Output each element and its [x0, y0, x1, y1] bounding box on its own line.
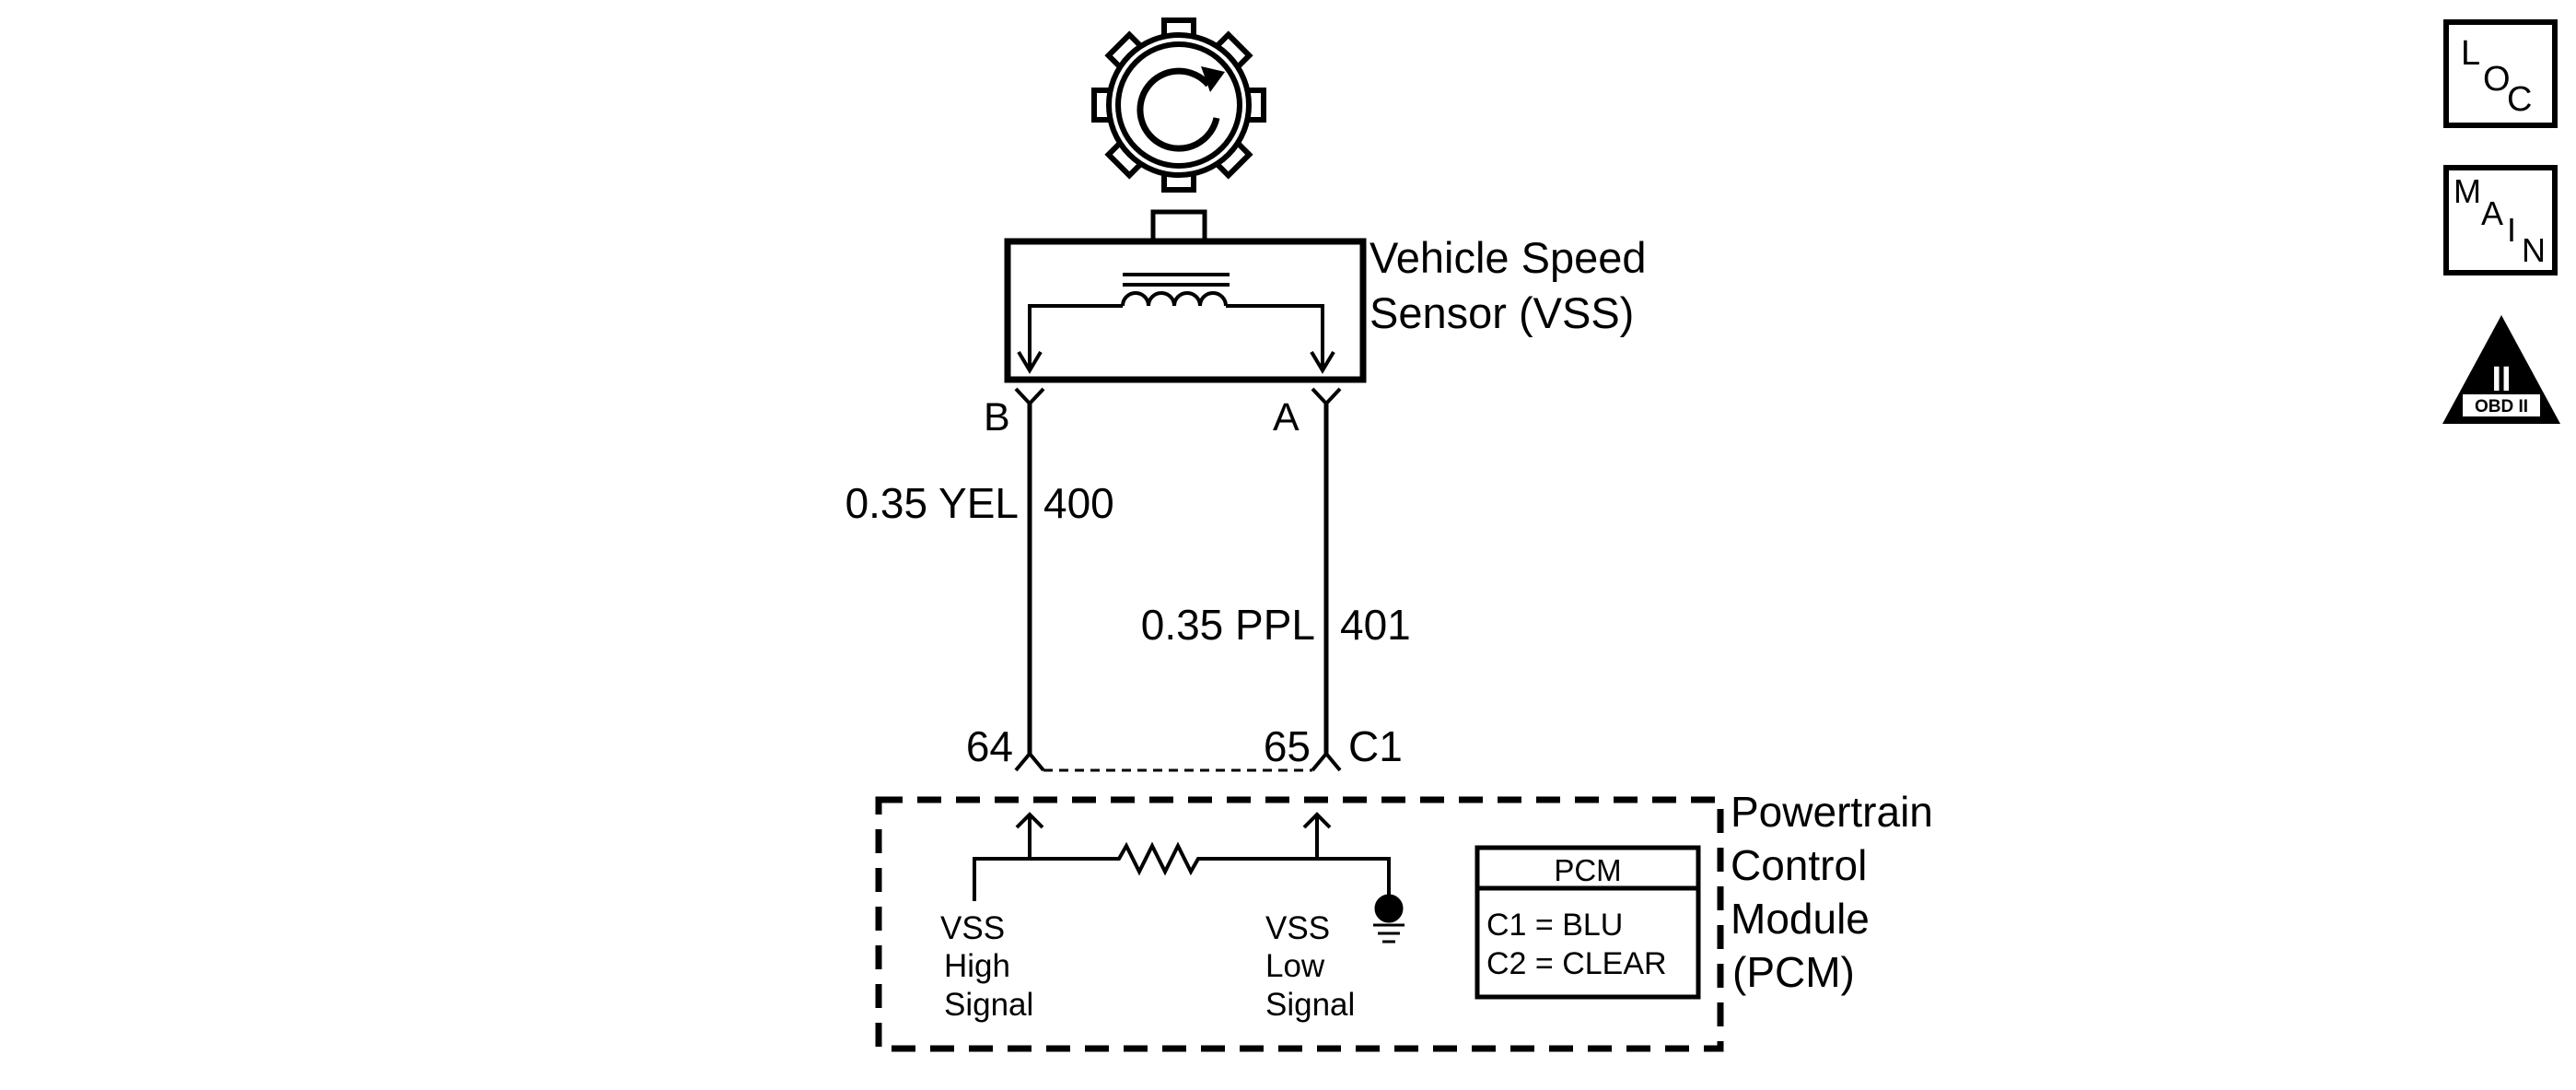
pcm-name-line1: Powertrain	[1731, 788, 1933, 836]
terminal-a-label: A	[1273, 395, 1300, 440]
vss-low-label-2: Low	[1265, 948, 1325, 984]
obd-ii-button[interactable]: II OBD II	[2442, 315, 2560, 424]
loc-letter-o: O	[2483, 60, 2511, 99]
pcm-name-line3: Module	[1731, 895, 1870, 943]
pcm-name-line2: Control	[1731, 841, 1867, 889]
main-letter-m: M	[2454, 172, 2481, 210]
pcm-table-header: PCM	[1554, 853, 1621, 887]
obd-label: OBD II	[2475, 397, 2528, 416]
wires	[1027, 404, 1329, 754]
vss-sensor-body	[1004, 209, 1367, 383]
main-letter-n: N	[2522, 231, 2546, 269]
pcm-name-line4: (PCM)	[1732, 948, 1855, 996]
vss-low-label-3: Signal	[1265, 987, 1355, 1023]
pcm-connector-table	[1474, 845, 1701, 1000]
obd-roman-numeral: II	[2491, 360, 2511, 399]
reluctor-wheel-icon	[1091, 18, 1266, 193]
vss-high-label-3: Signal	[944, 987, 1033, 1023]
pcm-table-row1: C1 = BLU	[1486, 908, 1623, 943]
connector-id-label: C1	[1348, 722, 1403, 770]
ground-icon	[1373, 894, 1405, 943]
pin-64-label: 64	[966, 722, 1013, 770]
sensor-name-line1: Vehicle Speed	[1370, 233, 1647, 282]
sensor-name-line2: Sensor (VSS)	[1370, 288, 1634, 337]
loc-letter-l: L	[2461, 34, 2480, 73]
wire-401-gauge-color: 0.35 PPL	[1141, 601, 1315, 649]
wire-400-circuit: 400	[1043, 479, 1114, 527]
main-letter-i: I	[2507, 211, 2516, 249]
loc-button[interactable]: L O C	[2443, 19, 2558, 128]
pcm-table-row2: C2 = CLEAR	[1486, 946, 1667, 981]
vss-high-label-2: High	[944, 948, 1010, 984]
pcm-internal-circuit	[973, 812, 1391, 901]
main-button[interactable]: M A I N	[2443, 165, 2558, 275]
c1-connector	[1014, 750, 1342, 772]
wire-401-circuit: 401	[1340, 601, 1411, 649]
pin-65-label: 65	[1264, 722, 1311, 770]
loc-letter-c: C	[2507, 80, 2532, 119]
pcm-boundary	[875, 796, 1724, 1052]
vss-low-label-1: VSS	[1265, 910, 1330, 946]
wire-400-gauge-color: 0.35 YEL	[845, 479, 1019, 527]
terminal-b-label: B	[984, 395, 1010, 440]
vss-high-label-1: VSS	[940, 910, 1005, 946]
main-letter-a: A	[2481, 194, 2503, 232]
